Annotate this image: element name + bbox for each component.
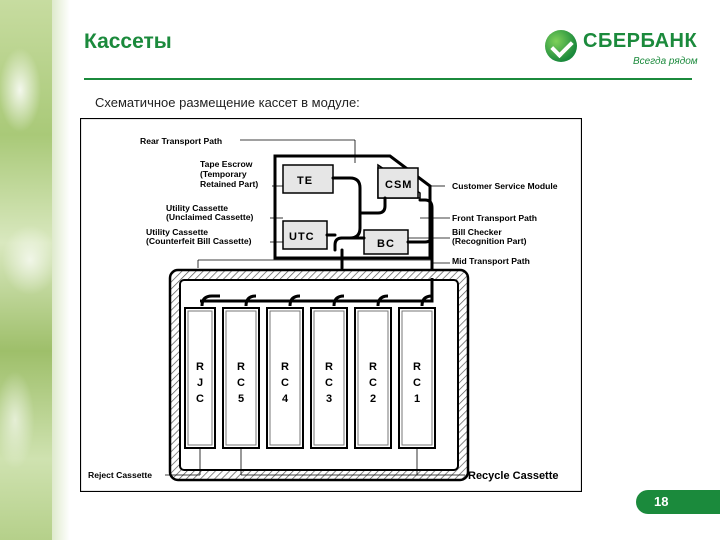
tape-escrow-label-line2: (Temporary xyxy=(200,169,247,179)
tape-escrow-label-line3: Retained Part) xyxy=(200,179,258,189)
utility-cassette-unclaimed-line2: (Unclaimed Cassette) xyxy=(166,212,254,222)
cassette-rjc xyxy=(184,307,216,449)
front-transport-path-label: Front Transport Path xyxy=(452,213,537,223)
cassette-rc4 xyxy=(266,307,304,449)
cassette-rc1 xyxy=(398,307,436,449)
mid-path-inner xyxy=(200,278,434,303)
logo-tagline: Всегда рядом xyxy=(633,56,698,67)
recycle-cassette-label: Recycle Cassette xyxy=(468,470,559,482)
te-module-label: TE xyxy=(297,175,313,187)
bc-module xyxy=(363,229,409,255)
reject-cassette-label: Reject Cassette xyxy=(88,470,152,480)
logo-name: СБЕРБАНК xyxy=(583,30,698,52)
bill-checker-label-line2: (Recognition Part) xyxy=(452,236,527,246)
page-number-badge: 18 xyxy=(636,490,720,514)
page-subtitle: Схематичное размещение кассет в модуле: xyxy=(95,95,360,110)
sberbank-logo: СБЕРБАНК Всегда рядом xyxy=(545,28,698,72)
leader-lines xyxy=(165,139,465,476)
utility-cassette-unclaimed-line1: Utility Cassette xyxy=(166,203,228,213)
te-module xyxy=(282,164,334,194)
utc-module-label: UTC xyxy=(289,231,315,243)
side-decoration xyxy=(0,0,70,540)
title-divider xyxy=(84,78,692,80)
cassette-rc2 xyxy=(354,307,392,449)
tape-escrow-label-line1: Tape Escrow xyxy=(200,159,253,169)
customer-service-module-label: Customer Service Module xyxy=(452,181,558,191)
cassette-layout-diagram: TE CSM UTC BC xyxy=(80,118,582,492)
cassette-feed-branches xyxy=(200,294,433,307)
csm-module-body xyxy=(377,167,419,199)
rear-transport-path-label: Rear Transport Path xyxy=(140,136,222,146)
bill-checker-label-line1: Bill Checker xyxy=(452,227,502,237)
cassette-rc3 xyxy=(310,307,348,449)
csm-module-label: CSM xyxy=(385,179,412,191)
bc-module-label: BC xyxy=(377,238,395,250)
mid-transport-path-label: Mid Transport Path xyxy=(452,256,530,266)
sberbank-logo-icon xyxy=(545,30,577,62)
utility-cassette-counterfeit-line2: (Counterfeit Bill Cassette) xyxy=(146,236,252,246)
utility-cassette-counterfeit-line1: Utility Cassette xyxy=(146,227,208,237)
page-title: Кассеты xyxy=(84,30,172,53)
cassette-row xyxy=(184,307,436,449)
